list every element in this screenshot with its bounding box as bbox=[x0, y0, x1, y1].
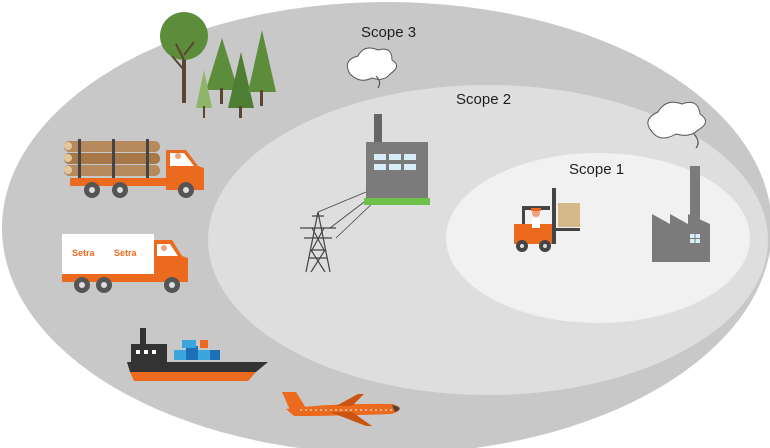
cargo-truck-icon: Setra Setra bbox=[62, 234, 188, 293]
scope1-label: Scope 1 bbox=[569, 161, 625, 178]
scope1-area bbox=[446, 153, 750, 323]
airplane-icon bbox=[282, 392, 400, 426]
truck-brand-label-2: Setra bbox=[114, 248, 138, 258]
factory-icon bbox=[647, 101, 710, 262]
power-plant-icon bbox=[346, 47, 430, 205]
scope2-label: Scope 2 bbox=[456, 91, 512, 108]
truck-brand-label-1: Setra bbox=[72, 248, 96, 258]
forklift-icon bbox=[514, 188, 580, 252]
scope3-label: Scope 3 bbox=[361, 24, 417, 41]
log-truck-icon bbox=[64, 139, 204, 198]
cargo-ship-icon bbox=[127, 328, 268, 381]
forest-icon bbox=[160, 12, 276, 118]
